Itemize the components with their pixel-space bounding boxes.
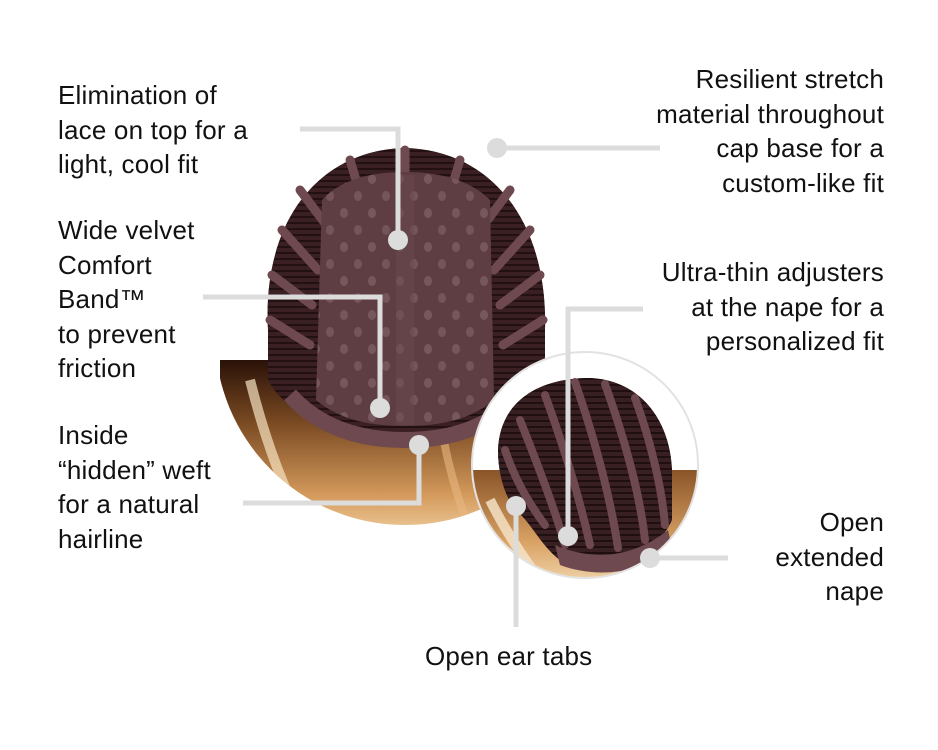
dot-adjusters (558, 526, 578, 546)
callout-ear-tabs: Open ear tabs (425, 641, 593, 671)
dot-hidden-weft (409, 435, 429, 455)
inset-cap-image (471, 351, 699, 579)
main-cap-image (220, 145, 595, 525)
connector-dots (370, 138, 660, 568)
dot-nape (640, 548, 660, 568)
callout-lace-top: Elimination of lace on top for a light, … (58, 80, 248, 179)
callout-adjusters: Ultra-thin adjusters at the nape for a p… (661, 257, 884, 356)
callout-hidden-weft: Inside “hidden” weft for a natural hairl… (58, 420, 211, 554)
callout-stretch-material: Resilient stretch material throughout ca… (656, 64, 884, 198)
dot-lace-top (388, 230, 408, 250)
connector-lines (203, 126, 728, 627)
callout-nape: Open extended nape (775, 507, 884, 606)
dot-comfort-band (370, 398, 390, 418)
dot-stretch-material (487, 138, 507, 158)
callout-comfort-band: Wide velvet Comfort Band™ to prevent fri… (58, 215, 195, 383)
dot-ear-tabs (506, 496, 526, 516)
